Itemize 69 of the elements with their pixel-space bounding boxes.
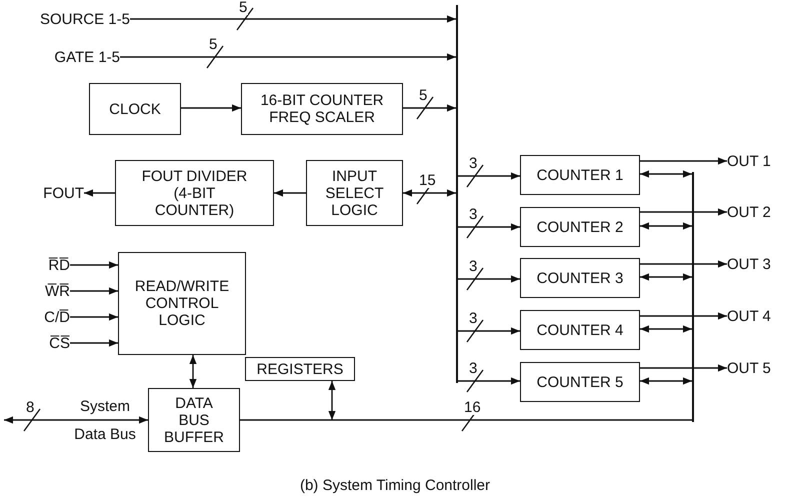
signal-label: W̅R̅ <box>28 281 70 301</box>
signal-label: GATE 1-5 <box>20 47 120 67</box>
function-block: INPUT SELECT LOGIC <box>306 160 403 226</box>
bus-width-label: 15 <box>418 173 437 188</box>
connector <box>70 339 118 347</box>
connector <box>189 355 197 388</box>
connector <box>130 15 456 23</box>
connector <box>403 104 456 112</box>
function-block: REGISTERS <box>245 357 355 381</box>
connector <box>458 275 520 283</box>
connector <box>403 189 456 197</box>
signal-label: OUT 3 <box>727 254 785 274</box>
bus-width-label: 5 <box>208 37 218 52</box>
function-block: COUNTER 4 <box>520 310 640 350</box>
function-block: COUNTER 5 <box>520 362 640 402</box>
signal-label: C̅S̅ <box>28 333 70 353</box>
bus-width-label: 8 <box>25 400 36 415</box>
connector <box>458 377 520 385</box>
signal-label: FOUT <box>20 183 84 203</box>
bus-width-label: 16 <box>463 400 482 415</box>
function-block: DATA BUS BUFFER <box>148 388 240 452</box>
connector <box>84 189 115 197</box>
signal-label: OUT 1 <box>727 151 785 171</box>
connector <box>274 189 306 197</box>
function-block: CLOCK <box>89 83 181 135</box>
connector <box>640 273 692 281</box>
bus-width-label: 3 <box>468 311 478 326</box>
signal-label: OUT 5 <box>727 358 785 378</box>
connector <box>70 287 118 295</box>
signal-label: R̅D̅ <box>28 255 70 275</box>
bus-width-label: 3 <box>468 361 478 376</box>
connector <box>640 157 727 165</box>
signal-label: SOURCE 1-5 <box>20 9 130 29</box>
function-block: COUNTER 3 <box>520 258 640 298</box>
figure-caption: (b) System Timing Controller <box>298 477 492 494</box>
function-block: COUNTER 1 <box>520 155 640 195</box>
connector <box>458 172 520 180</box>
connector <box>4 416 148 424</box>
connector <box>640 364 727 372</box>
connector <box>70 261 118 269</box>
connector <box>458 223 520 231</box>
connector <box>640 170 692 178</box>
bus-width-label: 5 <box>238 0 248 15</box>
connector <box>640 312 727 320</box>
connector <box>640 325 692 333</box>
signal-label: OUT 2 <box>727 202 785 222</box>
connector <box>640 208 727 216</box>
signal-label: C/D̅ <box>28 307 70 327</box>
connector <box>640 377 692 385</box>
connector <box>240 419 692 421</box>
connector <box>640 260 727 268</box>
function-block: FOUT DIVIDER (4-BIT COUNTER) <box>115 160 274 226</box>
connector <box>181 104 241 112</box>
bus-width-label: 3 <box>468 156 478 171</box>
bus-width-label: 3 <box>468 259 478 274</box>
bus-width-label: 5 <box>418 88 428 103</box>
bus-width-label: 3 <box>468 207 478 222</box>
connector <box>70 313 118 321</box>
connector <box>120 53 456 61</box>
signal-label: OUT 4 <box>727 306 785 326</box>
bus-line <box>456 5 458 383</box>
bus-name-label: System Data Bus <box>73 397 137 445</box>
bus-line <box>692 172 694 422</box>
function-block: COUNTER 2 <box>520 207 640 247</box>
connector <box>640 222 692 230</box>
function-block: READ/WRITE CONTROL LOGIC <box>118 252 246 355</box>
connector <box>458 327 520 335</box>
connector <box>328 381 336 420</box>
function-block: 16-BIT COUNTER FREQ SCALER <box>241 83 403 135</box>
